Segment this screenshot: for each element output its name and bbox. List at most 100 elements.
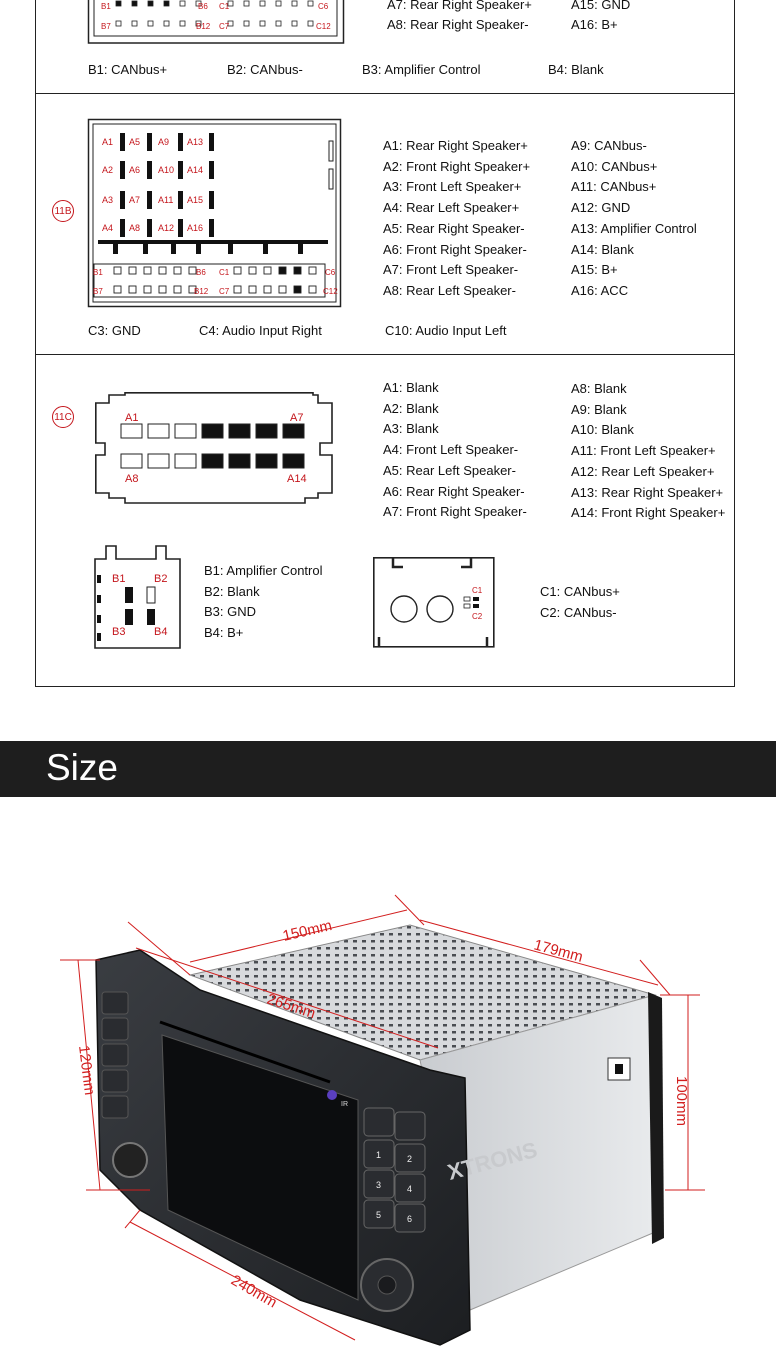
size-heading-bar: Size — [0, 741, 776, 797]
conn-label: C6 — [318, 2, 329, 11]
pin-desc: A6: Front Right Speaker- — [383, 241, 527, 257]
conn-label: B6 — [196, 268, 206, 277]
preset-key-label: 5 — [376, 1210, 381, 1220]
connector-11c-a-diagram: A1 A7 A8 A14 — [95, 392, 333, 504]
preset-key — [394, 1203, 426, 1233]
pin-desc: A2: Blank — [383, 400, 439, 416]
pin-desc: C3: GND — [88, 323, 141, 338]
conn-label: C7 — [219, 22, 230, 31]
conn-label: B4 — [154, 626, 167, 638]
conn-label: B1 — [93, 268, 103, 277]
conn-label: C2 — [472, 612, 483, 621]
connector-a-diagram: B1 B6 C1 C6 B7 B12 C7 C12 — [87, 0, 345, 44]
pin-desc: A14: Blank — [571, 241, 634, 257]
conn-label: C12 — [316, 22, 331, 31]
pin-desc: A14: Front Right Speaker+ — [571, 505, 726, 521]
pin-desc: A5: Rear Left Speaker- — [383, 462, 516, 478]
pin-desc: A9: Blank — [571, 401, 627, 417]
wiring-panel — [35, 0, 735, 687]
conn-label: C6 — [325, 268, 336, 277]
pin-label: A4 — [102, 223, 113, 233]
pin-desc: A4: Front Left Speaker- — [383, 442, 519, 458]
pin-desc: A4: Rear Left Speaker+ — [383, 200, 520, 216]
conn-label: C1 — [219, 268, 230, 277]
pin-desc: A6: Rear Right Speaker- — [383, 483, 525, 499]
pin-desc: A5: Rear Right Speaker- — [383, 220, 525, 236]
pin-desc: A15: GND — [571, 0, 631, 12]
conn-label: B1 — [101, 2, 111, 11]
section-divider — [35, 354, 735, 355]
conn-label: B7 — [101, 22, 111, 31]
conn-label: B12 — [194, 287, 209, 296]
conn-label: B6 — [198, 2, 208, 11]
dim-top-width: 150mm — [281, 917, 334, 945]
pin-desc: A10: CANbus+ — [571, 158, 658, 174]
pin-label: A10 — [158, 165, 174, 175]
conn-label: B3 — [112, 626, 125, 638]
pin-desc: B3: Amplifier Control — [362, 62, 481, 77]
pin-label: A8 — [129, 223, 140, 233]
preset-key-label: 3 — [376, 1180, 381, 1190]
preset-key-label: 1 — [376, 1150, 381, 1160]
section-divider — [35, 93, 735, 94]
pin-desc: A16: ACC — [571, 282, 629, 298]
conn-label: B2 — [154, 573, 167, 585]
pin-label: A16 — [187, 223, 203, 233]
pin-label: A7 — [129, 195, 140, 205]
pin-desc: A16: B+ — [571, 17, 618, 32]
eject-key — [363, 1107, 395, 1137]
section-tag-11b: 11B — [52, 200, 74, 222]
pin-desc: B1: Amplifier Control — [204, 563, 323, 578]
pin-desc: A8: Rear Right Speaker- — [387, 17, 529, 32]
pin-desc: A11: CANbus+ — [571, 179, 657, 195]
conn-label: B12 — [196, 22, 211, 31]
conn-label: A14 — [287, 473, 307, 485]
pin-label: A6 — [129, 165, 140, 175]
preset-key-label: 4 — [407, 1184, 412, 1194]
pin-desc: A13: Rear Right Speaker+ — [571, 484, 724, 500]
pin-desc: C2: CANbus- — [540, 605, 617, 620]
pin-desc: A1: Rear Right Speaker+ — [383, 138, 528, 153]
phone-key — [394, 1111, 426, 1141]
pin-desc: A12: GND — [571, 200, 631, 216]
preset-key-label: 6 — [407, 1214, 412, 1224]
pin-label: A9 — [158, 137, 169, 147]
conn-label: C1 — [472, 586, 483, 595]
conn-label: A7 — [290, 412, 303, 424]
preset-key — [363, 1169, 395, 1199]
conn-label: C12 — [323, 287, 338, 296]
pin-desc: C10: Audio Input Left — [385, 323, 507, 338]
pin-desc: B4: B+ — [204, 625, 244, 640]
pin-label: A5 — [129, 137, 140, 147]
conn-label: A1 — [125, 412, 138, 424]
pin-desc: A13: Amplifier Control — [571, 220, 697, 236]
pin-label: A11 — [158, 195, 173, 205]
size-heading: Size — [46, 747, 118, 788]
preset-key — [394, 1173, 426, 1203]
preset-key-label: 2 — [407, 1154, 412, 1164]
pin-desc: A7: Rear Right Speaker+ — [387, 0, 532, 12]
conn-label: C1 — [219, 2, 230, 11]
dim-left-height: 120mm — [75, 1044, 98, 1096]
pin-desc: A9: CANbus- — [571, 138, 647, 153]
pin-desc: A3: Front Left Speaker+ — [383, 179, 522, 195]
preset-key — [394, 1143, 426, 1173]
section-tag-11c: 11C — [52, 406, 74, 428]
pin-desc: A8: Blank — [571, 381, 627, 396]
pin-label: A2 — [102, 165, 113, 175]
dim-depth: 179mm — [532, 936, 585, 965]
pin-desc: B2: CANbus- — [227, 62, 303, 77]
pin-desc: B4: Blank — [548, 62, 604, 77]
connector-11c-c-diagram: C1 C2 — [373, 557, 495, 648]
conn-label: A8 — [125, 473, 138, 485]
pin-desc: A8: Rear Left Speaker- — [383, 282, 516, 298]
pin-desc: A7: Front Left Speaker- — [383, 262, 519, 278]
conn-label: C7 — [219, 287, 230, 296]
pin-desc: A15: B+ — [571, 262, 618, 278]
pin-desc: A10: Blank — [571, 422, 634, 438]
pin-label: A15 — [187, 195, 203, 205]
ir-label: IR — [341, 1101, 348, 1108]
pin-desc: A12: Rear Left Speaker+ — [571, 463, 715, 479]
pin-label: A13 — [187, 137, 203, 147]
